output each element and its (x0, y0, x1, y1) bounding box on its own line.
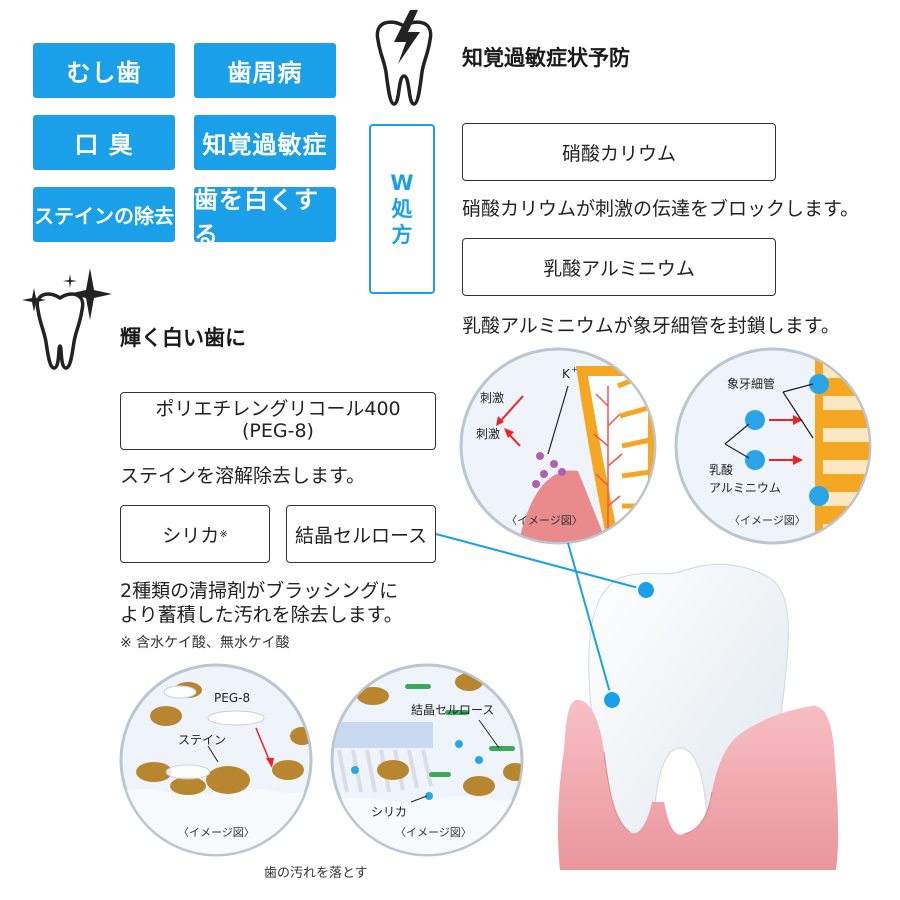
stain-label: ステイン (178, 733, 226, 747)
w-char: W (390, 170, 414, 195)
silica-mark: ※ (219, 528, 228, 540)
tubule-label: 象牙細管 (727, 376, 775, 391)
brushing-diagram: 結晶セルロース シリカ 〈イメージ図〉 (330, 663, 524, 857)
tooth-lightning-icon (375, 10, 433, 106)
circle4-caption: 〈イメージ図〉 (395, 826, 472, 839)
cellulose-label: 結晶セルロース (411, 703, 494, 717)
ho-char: 方 (391, 223, 413, 248)
circle3-caption: 〈イメージ図〉 (178, 826, 255, 839)
potassium-ion-label: K (562, 367, 571, 381)
ingredient-potassium-nitrate: 硝酸カリウム (462, 123, 776, 181)
aluminum-label-2: アルミニウム (709, 481, 781, 495)
cleaning-description-line1: 2種類の清掃剤がブラッシングに (120, 580, 399, 602)
circle2-caption: 〈イメージ図〉 (729, 514, 806, 527)
connector-dot-dentin (602, 690, 622, 710)
silica-label: シリカ (162, 524, 220, 547)
stimulus-label-1: 刺激 (480, 391, 504, 405)
ingredient-peg: ポリエチレングリコール400 (PEG-8) (120, 392, 436, 450)
circle1-caption: 〈イメージ図〉 (506, 514, 583, 527)
aluminum-illustration: 象牙細管 乳酸 アルミニウム 〈イメージ図〉 (673, 346, 873, 546)
tag-cavity: むし歯 (33, 43, 175, 98)
tooth-illustration (557, 563, 839, 870)
peg-description: ステインを溶解除去します。 (120, 465, 366, 487)
potassium-ion-charge: + (571, 365, 578, 374)
ingredient-cellulose: 結晶セルロース (286, 505, 436, 563)
aluminum-diagram: 象牙細管 乳酸 アルミニウム 〈イメージ図〉 (674, 347, 872, 545)
ingredient-silica: シリカ※ (120, 505, 270, 563)
peg-label: PEG-8 (214, 691, 250, 705)
stain-illustration: PEG-8 ステイン 〈イメージ図〉 (118, 662, 314, 858)
tooth-sparkle-icon (22, 268, 112, 370)
brushing-illustration: 結晶セルロース シリカ 〈イメージ図〉 (329, 662, 525, 858)
bottom-caption: 歯の汚れを落とす (264, 866, 368, 881)
sensitivity-heading: 知覚過敏症状予防 (462, 46, 630, 70)
tag-periodontal: 歯周病 (194, 43, 336, 98)
aluminum-label-1: 乳酸 (709, 462, 733, 477)
ingredient-aluminum-lactate: 乳酸アルミニウム (462, 238, 776, 296)
silica-footnote: ※ 含水ケイ酸、無水ケイ酸 (120, 635, 290, 651)
whitening-heading: 輝く白い歯に (120, 326, 246, 350)
cleaning-description-line2: より蓄積した汚れを除去します。 (120, 604, 403, 626)
potassium-diagram: 刺激 刺激 K + 〈イメージ図〉 (459, 347, 657, 545)
tag-bad-breath: 口 臭 (33, 115, 175, 170)
silica-circle-label: シリカ (371, 805, 407, 819)
tag-stain-removal: ステインの除去 (33, 187, 175, 242)
peg-line2: (PEG-8) (242, 420, 314, 442)
connector-dot-enamel (636, 580, 656, 600)
aluminum-lactate-description: 乳酸アルミニウムが象牙細管を封鎖します。 (462, 315, 840, 337)
potassium-illustration: 刺激 刺激 K + 〈イメージ図〉 (458, 346, 658, 546)
stain-diagram: PEG-8 ステイン 〈イメージ図〉 (119, 663, 313, 857)
peg-line1: ポリエチレングリコール400 (155, 398, 401, 421)
sho-char: 処 (391, 196, 413, 221)
potassium-nitrate-description: 硝酸カリウムが刺激の伝達をブロックします。 (462, 198, 860, 220)
w-prescription-box: W 処 方 (369, 124, 435, 294)
stimulus-label-2: 刺激 (476, 427, 500, 441)
tag-sensitivity: 知覚過敏症 (194, 115, 336, 170)
